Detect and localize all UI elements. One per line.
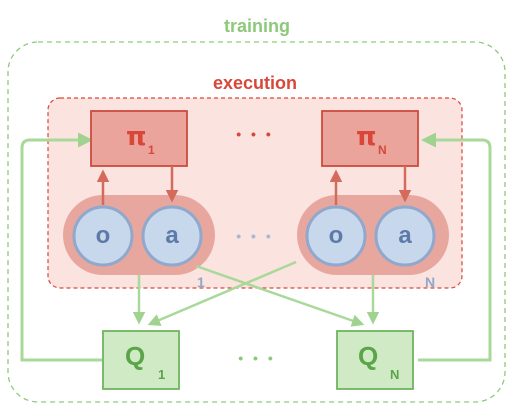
act-circle-1 xyxy=(141,205,203,267)
policy-1-symbol: π xyxy=(126,122,147,152)
act-circle-N xyxy=(374,205,436,267)
arrow-agent1-to-QN xyxy=(195,264,365,327)
ellipsis-policies: • • • xyxy=(236,126,274,142)
critic-1-symbol: Q xyxy=(125,341,146,371)
act-label-1: a xyxy=(165,222,179,249)
critic-box-1 xyxy=(102,330,180,390)
ellipsis-critics: • • • xyxy=(238,350,276,366)
critic-1-subscript: 1 xyxy=(158,367,166,382)
obs-circle-N xyxy=(305,205,367,267)
arrow-agentN-to-Q1 xyxy=(147,260,297,326)
policy-1-subscript: 1 xyxy=(148,143,155,157)
agent-1-index: 1 xyxy=(197,274,205,290)
critic-N-symbol: Q xyxy=(358,341,379,371)
policy-N-subscript: N xyxy=(378,143,387,157)
feedback-loop-N xyxy=(418,132,492,362)
policy-N-symbol: π xyxy=(356,122,377,152)
obs-circle-1 xyxy=(72,205,134,267)
training-boundary xyxy=(7,41,506,403)
execution-label: execution xyxy=(212,73,298,93)
obs-label-1: o xyxy=(95,222,111,249)
feedback-loop-1 xyxy=(20,132,102,362)
act-label-N: a xyxy=(398,222,412,249)
policy-box-1 xyxy=(90,110,188,167)
training-label: training xyxy=(224,16,290,36)
ellipsis-agents: • • • xyxy=(236,228,274,244)
obs-label-N: o xyxy=(328,222,344,249)
agent-N-index: N xyxy=(425,274,436,290)
critic-box-N xyxy=(336,330,414,390)
critic-N-subscript: N xyxy=(390,367,400,382)
policy-box-N xyxy=(321,110,419,167)
